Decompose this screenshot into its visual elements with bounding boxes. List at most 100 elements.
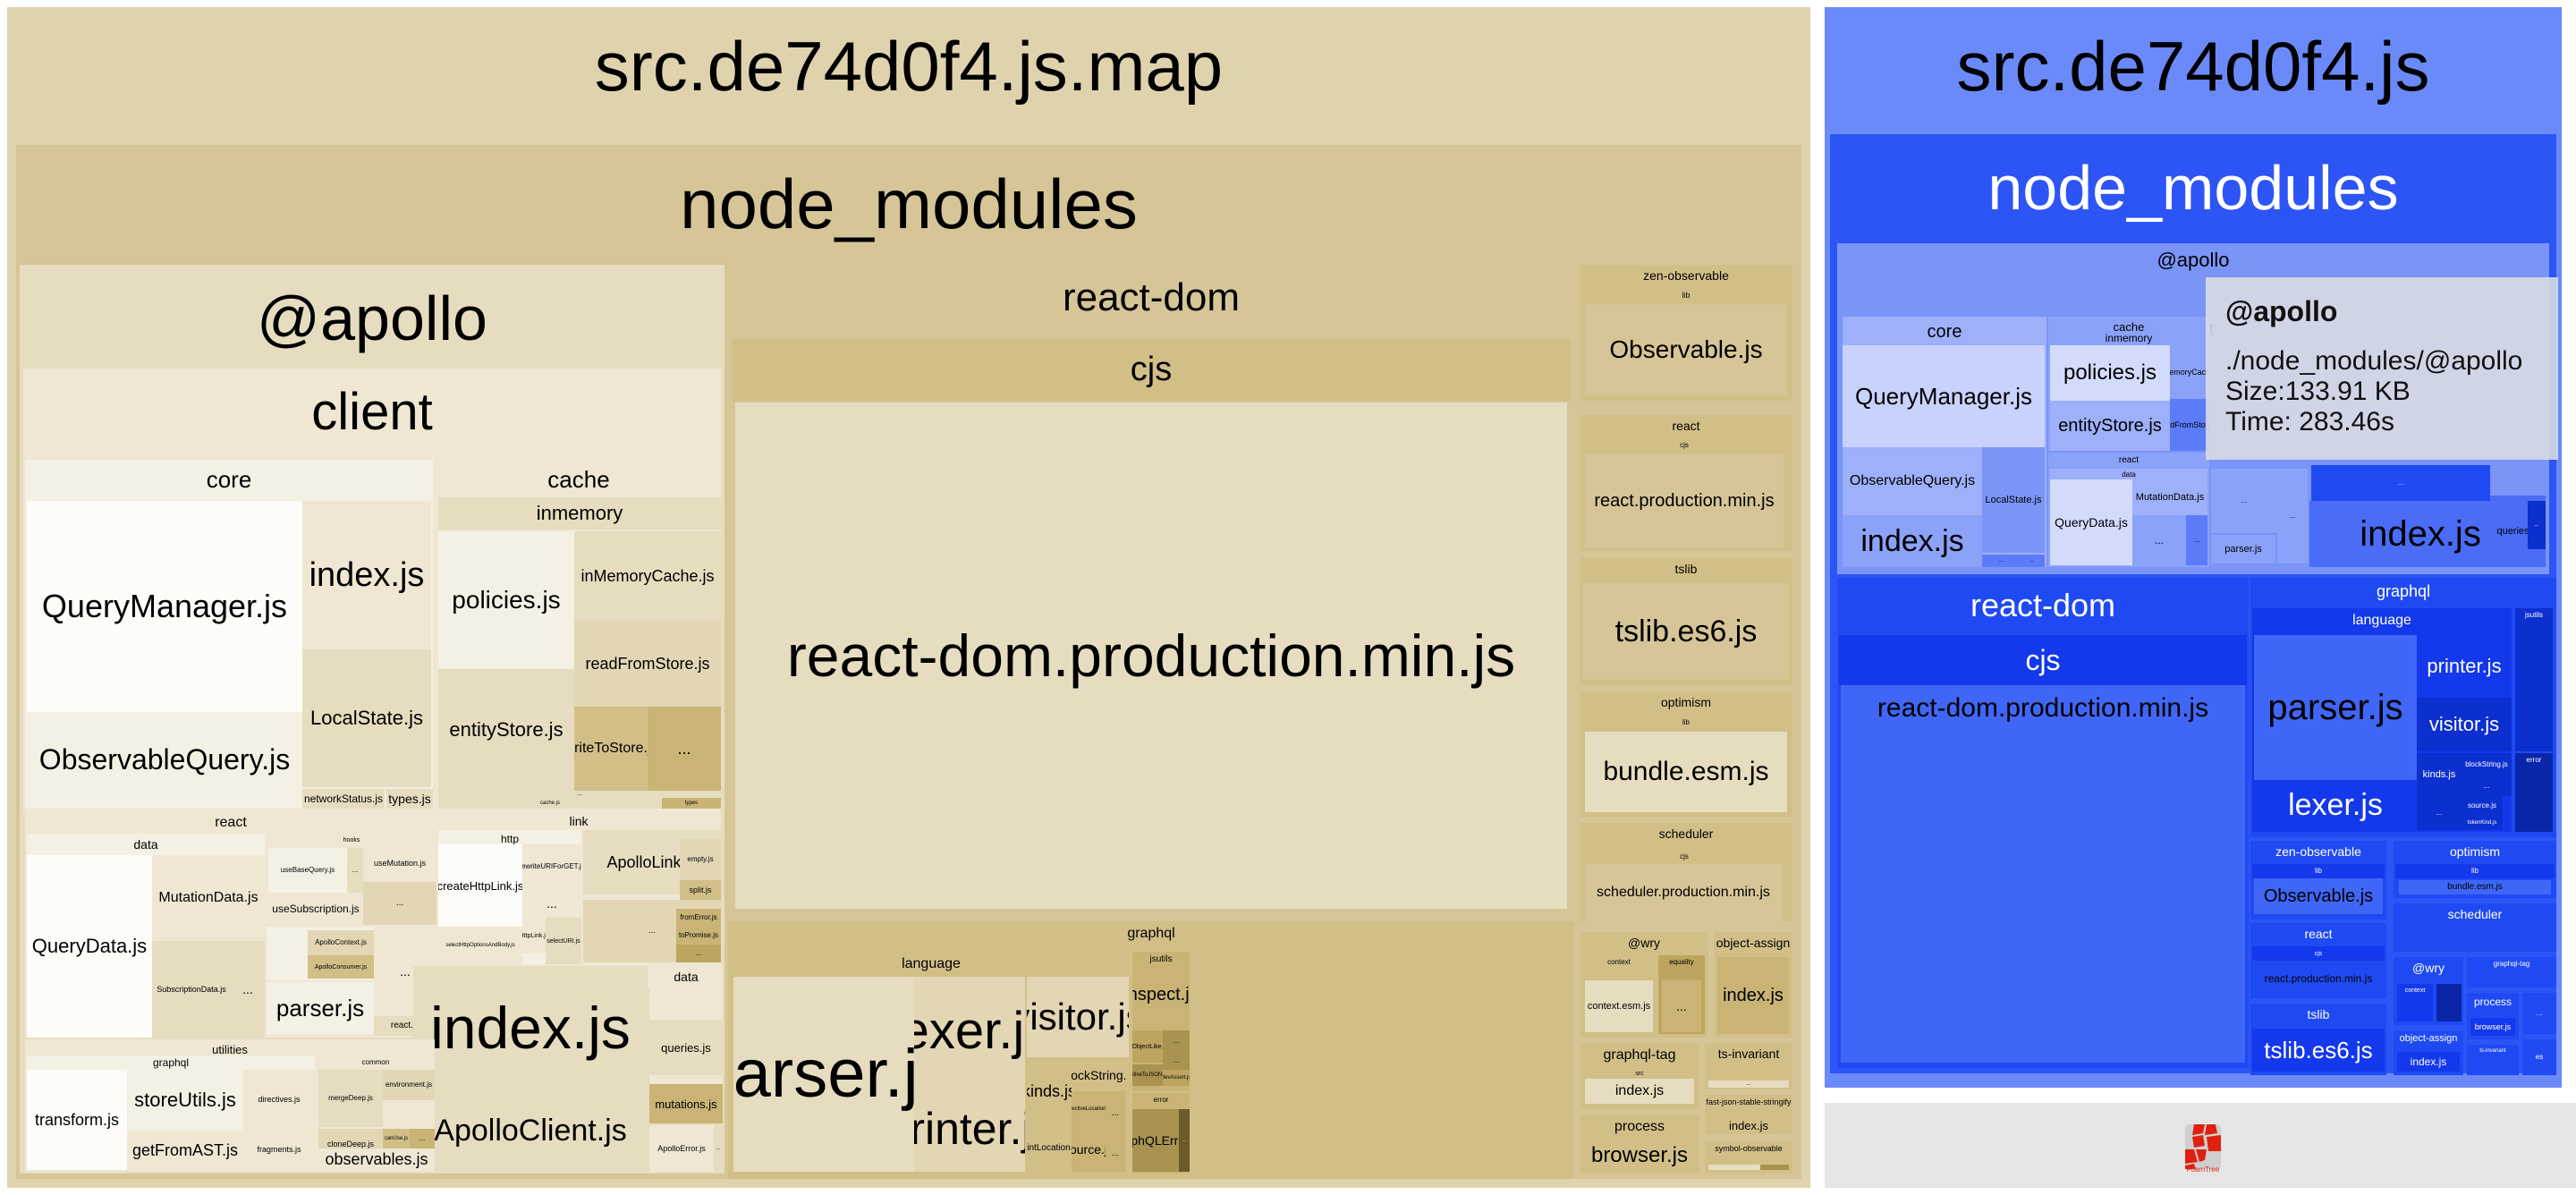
treemap-cell-getfromast-js[interactable]: getFromAST.js — [127, 1131, 243, 1170]
treemap-cell-directivelocation-js[interactable]: directiveLocation.js — [1072, 1091, 1106, 1127]
treemap-cell-readfromstore-js[interactable]: readFromStore.js — [574, 621, 721, 707]
treemap-cell--[interactable]: ... — [2132, 515, 2186, 565]
treemap-cell-printer-js[interactable]: printer.js — [914, 1086, 1025, 1172]
treemap-cell-mutations-js[interactable]: mutations.js — [649, 1084, 723, 1123]
treemap-cell-group[interactable] — [1708, 1165, 1762, 1170]
treemap-cell-es[interactable]: es — [2522, 1039, 2556, 1075]
treemap-cell-visitor-js[interactable]: visitor.js — [1027, 977, 1129, 1057]
treemap-cell-ts-invariant[interactable]: ts-invariant — [2467, 1045, 2519, 1075]
treemap-cell-inspect-js[interactable]: inspect.js — [1132, 977, 1190, 1013]
treemap-cell-usebasequery-js[interactable]: useBaseQuery.js — [268, 848, 347, 893]
treemap-cell-lib[interactable]: lib — [1583, 288, 1789, 302]
treemap-cell-scheduler[interactable]: scheduler — [2394, 903, 2556, 952]
treemap-cell-index-js[interactable]: index.js — [1843, 515, 1982, 567]
treemap-cell-react-dom-production-min-js[interactable]: react-dom.production.min.js — [1841, 685, 2245, 1063]
treemap-cell-context-esm-js[interactable]: context.esm.js — [1585, 980, 1653, 1032]
treemap-cell-queries-js[interactable]: queries.js — [649, 1020, 723, 1075]
treemap-cell--[interactable]: ... — [2522, 993, 2556, 1034]
treemap-cell-storeutils-js[interactable]: storeUtils.js — [127, 1070, 243, 1131]
treemap-cell--[interactable]: ... — [1662, 980, 1701, 1032]
treemap-cell--[interactable]: ... — [1708, 1081, 1789, 1088]
treemap-cell-mutationdata-js[interactable]: MutationData.js — [2132, 479, 2207, 515]
treemap-cell-index-js[interactable]: index.js — [1717, 957, 1789, 1034]
treemap-cell-parser-js[interactable]: parser.js — [2254, 635, 2417, 780]
treemap-cell-policies-js[interactable]: policies.js — [438, 531, 574, 669]
treemap-cell-readfromstore-js[interactable]: readFromStore.js — [2170, 399, 2209, 451]
treemap-cell--[interactable]: ... — [2462, 776, 2512, 796]
treemap-cell-entitystore-js[interactable]: entityStore.js — [2050, 401, 2170, 451]
treemap-cell-parser-js[interactable]: parser.js — [267, 982, 374, 1034]
treemap-cell--[interactable]: ... — [648, 707, 721, 791]
treemap-cell-scheduler-production-min-js[interactable]: scheduler.production.min.js — [1585, 864, 1782, 921]
treemap-cell-visitor-js[interactable]: visitor.js — [2417, 698, 2512, 751]
treemap-cell--[interactable]: ... — [410, 1129, 435, 1148]
treemap-cell-lib[interactable]: lib — [1583, 716, 1789, 730]
treemap-cell-subscriptiondata-js[interactable]: SubscriptionData.js — [152, 941, 231, 1038]
treemap-cell-mutationdata-js[interactable]: MutationData.js — [152, 855, 265, 941]
treemap-cell-cjs[interactable]: cjs — [1839, 635, 2247, 685]
treemap-cell-react-dom-production-min-js[interactable]: react-dom.production.min.js — [735, 403, 1567, 909]
treemap-cell-kinds-js[interactable]: kinds.js — [1027, 1059, 1072, 1123]
treemap-cell-devassert-js[interactable]: devAssert.js — [1163, 1070, 1190, 1086]
treemap-cell-parser-js[interactable]: parser.js — [733, 977, 914, 1172]
treemap-cell--[interactable]: ... — [231, 941, 265, 1038]
treemap-cell-apolloclient-js[interactable]: ApolloClient.js — [413, 1091, 648, 1170]
treemap-cell-observable-js[interactable]: Observable.js — [1585, 304, 1787, 395]
treemap-cell-selecturi-js[interactable]: selectURI.js — [546, 918, 581, 964]
treemap-cell-jsutils[interactable]: jsutils — [2515, 608, 2553, 751]
treemap-cell-context[interactable]: context — [2397, 984, 2433, 1021]
treemap-cell-index-js[interactable]: index.js — [1585, 1079, 1694, 1104]
treemap-cell-index-js[interactable]: index.js — [302, 501, 431, 649]
treemap-cell-cjs[interactable]: cjs — [2252, 946, 2385, 961]
treemap-cell-types-js[interactable]: types.js — [386, 789, 433, 809]
treemap-cell-topromise-js[interactable]: toPromise.js — [676, 927, 721, 945]
treemap-cell-inmemory[interactable]: inmemory — [438, 497, 721, 530]
treemap-cell--[interactable]: ... — [2020, 555, 2045, 567]
treemap-cell-blockstring-js[interactable]: blockString.js — [1072, 1059, 1125, 1091]
treemap-cell-querymanager-js[interactable]: QueryManager.js — [27, 501, 302, 712]
treemap-cell-source-js[interactable]: source.js — [2462, 796, 2503, 816]
treemap-cell-mergedeep-js[interactable]: mergeDeep.js — [318, 1070, 383, 1127]
treemap-cell-src[interactable]: src — [1583, 1068, 1696, 1079]
treemap-cell--[interactable]: ... — [522, 889, 581, 918]
treemap-cell--[interactable]: ... — [438, 791, 721, 798]
treemap-cell-printer-js[interactable]: printer.js — [2417, 635, 2512, 698]
treemap-cell--[interactable]: ... — [2417, 796, 2462, 830]
treemap-cell-parser-js[interactable]: parser.js — [2211, 535, 2275, 564]
treemap-cell-tslib-es6-js[interactable]: tslib.es6.js — [2252, 1029, 2385, 1072]
treemap-cell-react-production-min-js[interactable]: react.production.min.js — [1585, 454, 1784, 547]
treemap-cell-apollocontext-js[interactable]: ApolloContext.js — [308, 930, 374, 955]
treemap-cell-policies-js[interactable]: policies.js — [2050, 345, 2170, 401]
treemap-cell-source-js[interactable]: source.js — [1072, 1127, 1106, 1172]
treemap-cell-group[interactable] — [1841, 283, 2181, 292]
treemap-cell-cjs[interactable]: cjs — [1583, 850, 1785, 864]
treemap-cell-split-js[interactable]: split.js — [680, 880, 721, 900]
treemap-cell-types[interactable]: types — [662, 798, 721, 809]
treemap-cell-localstate-js[interactable]: LocalState.js — [1982, 447, 2045, 553]
treemap-cell-lib[interactable]: lib — [2252, 864, 2385, 878]
treemap-cell-lib[interactable]: lib — [2395, 864, 2555, 878]
treemap-cell-isobjectlike-js[interactable]: isObjectLike.js — [1132, 1030, 1163, 1063]
treemap-cell-canuse-js[interactable]: canUse.js — [383, 1129, 410, 1148]
treemap-cell-querydata-js[interactable]: QueryData.js — [27, 855, 152, 1038]
treemap-cell-error[interactable]: error — [2515, 753, 2553, 832]
treemap-cell-querydata-js[interactable]: QueryData.js — [2050, 479, 2132, 565]
treemap-cell-graphql-tag[interactable]: graphql-tag — [2467, 957, 2556, 987]
treemap-cell-printlocation-js[interactable]: printLocation.js — [1027, 1125, 1072, 1172]
treemap-cell-group[interactable] — [2436, 984, 2462, 1021]
treemap-cell-empty-js[interactable]: empty.js — [680, 839, 721, 880]
treemap-cell-localstate-js[interactable]: LocalState.js — [302, 649, 431, 787]
treemap-cell-inmemorycache-js[interactable]: inMemoryCache.js — [2170, 345, 2209, 399]
treemap-cell-httplink-js[interactable]: HttpLink.js — [522, 918, 546, 953]
treemap-cell--[interactable]: ... — [2186, 515, 2207, 565]
treemap-cell-observables-js[interactable]: observables.js — [318, 1148, 435, 1170]
treemap-cell-cache-js[interactable]: cache.js — [438, 798, 662, 809]
treemap-cell-usesubscription-js[interactable]: useSubscription.js — [268, 894, 363, 923]
treemap-cell-entitystore-js[interactable]: entityStore.js — [438, 669, 574, 791]
treemap-cell-index-js[interactable]: index.js — [2397, 1052, 2460, 1072]
treemap-cell--[interactable]: ... — [2211, 469, 2277, 533]
treemap-cell--[interactable]: ... — [1179, 1109, 1190, 1172]
treemap-cell--[interactable]: ... — [714, 1125, 723, 1172]
treemap-cell--[interactable]: ... — [676, 945, 721, 962]
treemap-cell-index-js[interactable]: index.js — [1708, 1118, 1789, 1132]
